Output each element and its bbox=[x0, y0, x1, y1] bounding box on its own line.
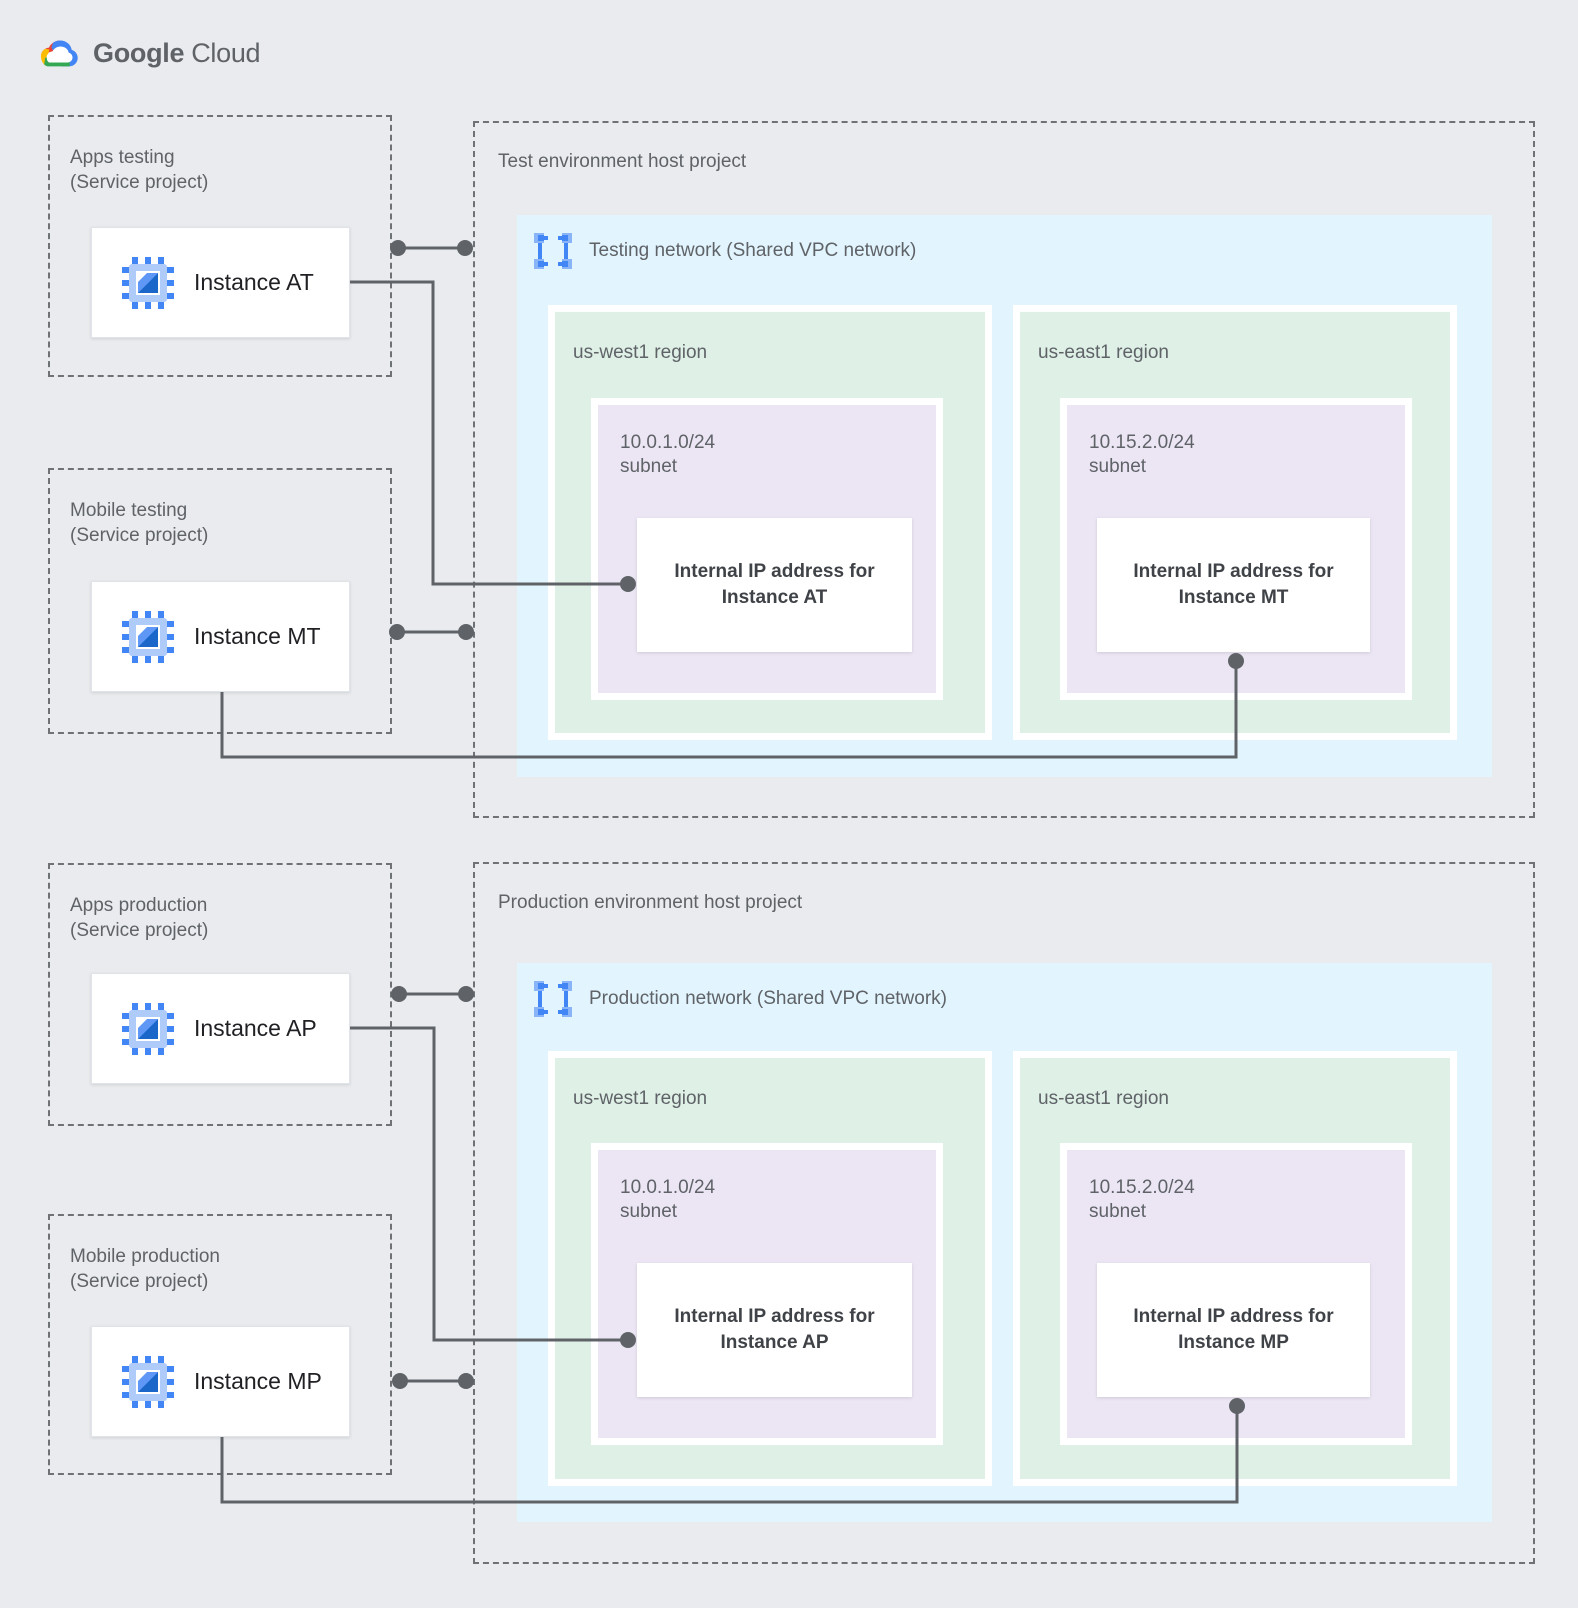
network-header: Testing network (Shared VPC network) bbox=[534, 233, 916, 269]
instance-card-ap: Instance AP bbox=[91, 973, 350, 1084]
google-cloud-icon bbox=[40, 40, 78, 67]
compute-engine-icon bbox=[122, 610, 174, 663]
internal-ip-card-ap: Internal IP address for Instance AP bbox=[637, 1263, 912, 1397]
vpc-network-icon bbox=[534, 233, 572, 269]
instance-card-at: Instance AT bbox=[91, 227, 350, 338]
service-project-label: Apps production (Service project) bbox=[70, 895, 209, 941]
internal-ip-card-at: Internal IP address for Instance AT bbox=[637, 518, 912, 652]
connector-dot bbox=[458, 986, 474, 1002]
service-project-mobile-testing: Mobile testing (Service project) bbox=[48, 468, 392, 734]
logo-word-cloud: Cloud bbox=[191, 38, 261, 68]
region-label: us-west1 region bbox=[573, 342, 708, 363]
host-project-title: Production environment host project bbox=[498, 892, 803, 913]
network-label: Testing network (Shared VPC network) bbox=[589, 240, 917, 261]
host-project-title: Test environment host project bbox=[498, 151, 747, 172]
instance-card-mt: Instance MT bbox=[91, 581, 350, 692]
instance-label: Instance MP bbox=[194, 1368, 322, 1394]
connector-dot bbox=[457, 240, 473, 256]
connector-dot bbox=[391, 986, 407, 1002]
connector-dot bbox=[390, 240, 406, 256]
service-project-label: Apps testing (Service project) bbox=[70, 147, 209, 193]
network-header: Production network (Shared VPC network) bbox=[534, 981, 947, 1017]
network-label: Production network (Shared VPC network) bbox=[589, 988, 947, 1009]
instance-card-mp: Instance MP bbox=[91, 1326, 350, 1437]
service-project-label: Mobile testing (Service project) bbox=[70, 500, 209, 546]
region-label: us-east1 region bbox=[1038, 1088, 1169, 1109]
internal-ip-card-mp: Internal IP address for Instance MP bbox=[1097, 1263, 1370, 1397]
subnet-label: 10.15.2.0/24 subnet bbox=[1089, 1177, 1195, 1222]
connector-dot bbox=[392, 1373, 408, 1389]
region-label: us-west1 region bbox=[573, 1088, 708, 1109]
internal-ip-card-mt: Internal IP address for Instance MT bbox=[1097, 518, 1370, 652]
compute-engine-icon bbox=[122, 1355, 174, 1408]
subnet-label: 10.0.1.0/24 subnet bbox=[620, 432, 716, 477]
region-label: us-east1 region bbox=[1038, 342, 1169, 363]
instance-label: Instance MT bbox=[194, 623, 321, 649]
vpc-network-icon bbox=[534, 981, 572, 1017]
instance-label: Instance AT bbox=[194, 269, 314, 295]
connector-dot bbox=[458, 624, 474, 640]
compute-engine-icon bbox=[122, 256, 174, 309]
service-project-label: Mobile production (Service project) bbox=[70, 1246, 220, 1292]
service-project-mobile-production: Mobile production (Service project) bbox=[48, 1214, 392, 1475]
subnet-label: 10.15.2.0/24 subnet bbox=[1089, 432, 1195, 477]
logo-word-google: Google bbox=[93, 38, 185, 68]
connector-dot bbox=[458, 1373, 474, 1389]
subnet-label: 10.0.1.0/24 subnet bbox=[620, 1177, 716, 1222]
instance-label: Instance AP bbox=[194, 1015, 317, 1041]
compute-engine-icon bbox=[122, 1002, 174, 1055]
